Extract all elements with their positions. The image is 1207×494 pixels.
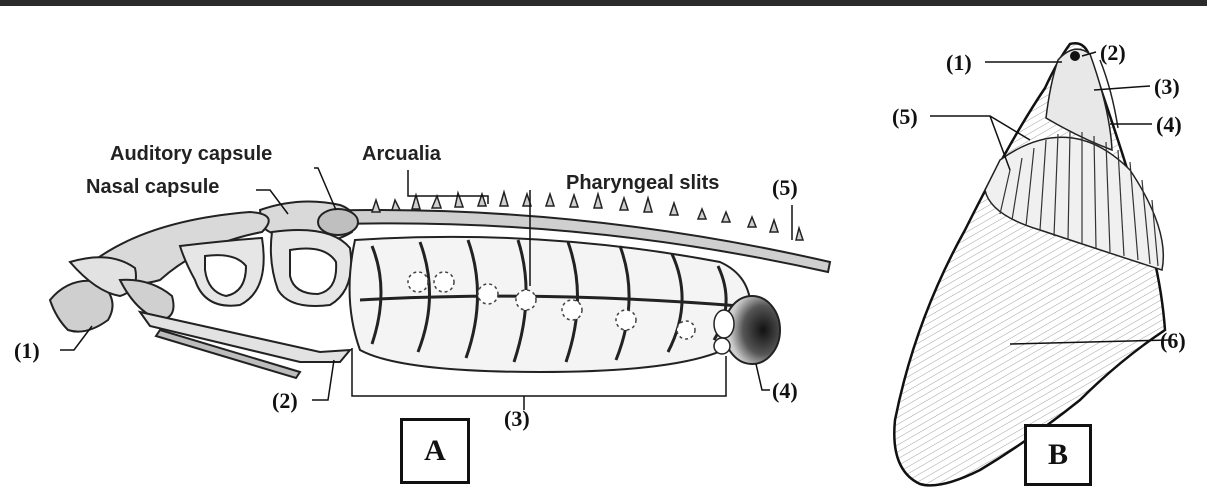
tooth-tip-dot [1070,51,1080,61]
lamprey-skull-drawing [50,192,830,378]
label-a-5: (5) [772,175,798,201]
label-b-4: (4) [1156,112,1182,138]
label-nasal-capsule: Nasal capsule [86,176,219,199]
label-b-2: (2) [1100,40,1126,66]
label-a-2: (2) [272,388,298,414]
label-a-3: (3) [504,406,530,432]
label-b-1: (1) [946,50,972,76]
branchial-basket [350,237,751,372]
label-b-5: (5) [892,104,918,130]
label-pharyngeal-slits: Pharyngeal slits [566,172,719,195]
label-arcualia: Arcualia [362,143,441,166]
label-a-1: (1) [14,338,40,364]
auditory-capsule-shape [318,209,358,235]
panel-a-box-label: A [400,418,470,484]
shark-tooth-drawing [894,43,1165,485]
label-b-6: (6) [1160,328,1186,354]
label-b-3: (3) [1154,74,1180,100]
panel-b-box-label: B [1024,424,1092,486]
label-auditory-capsule: Auditory capsule [110,143,272,166]
tooth-crown [894,43,1165,485]
label-a-4: (4) [772,378,798,404]
